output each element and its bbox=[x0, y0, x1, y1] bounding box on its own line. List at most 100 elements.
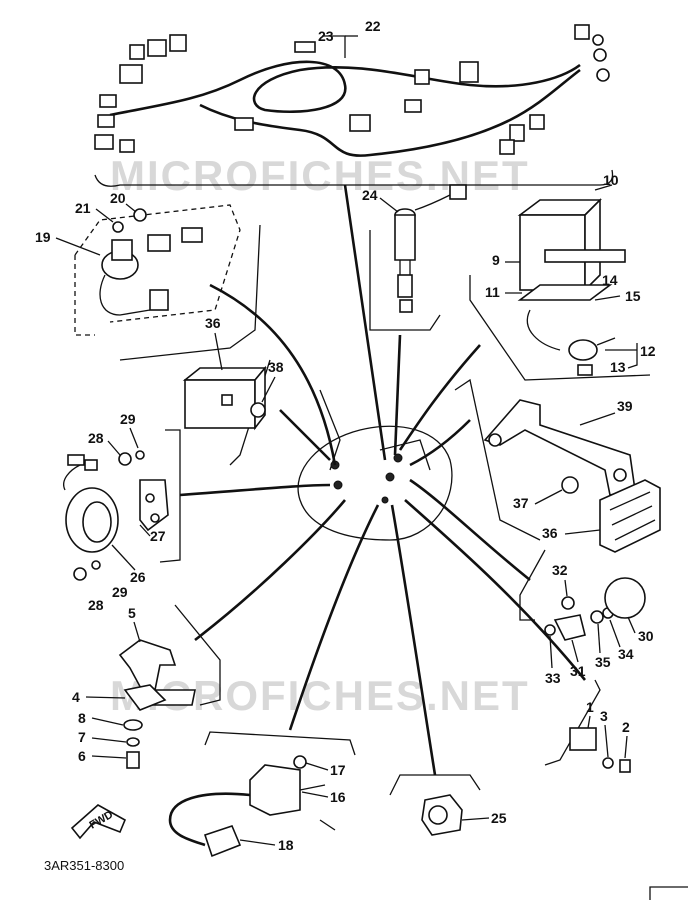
horn-bracket-line bbox=[159, 429, 181, 563]
callout-38: 38 bbox=[268, 359, 284, 375]
mount-point bbox=[393, 453, 403, 463]
leader-line bbox=[95, 208, 114, 223]
harness-connector bbox=[119, 64, 143, 84]
coil-body-16 bbox=[249, 764, 301, 816]
coil-bracket-line bbox=[204, 731, 356, 756]
leader-line bbox=[624, 735, 628, 759]
harness-clamp bbox=[294, 41, 316, 53]
callout-4: 4 bbox=[72, 689, 80, 705]
brake-switch-assembly: 24 bbox=[362, 184, 467, 331]
callout-2: 2 bbox=[622, 719, 630, 735]
battery-assembly: 10 9 14 11 15 12 13 bbox=[469, 172, 656, 381]
rear-reflector-assembly: 39 37 36 bbox=[454, 378, 661, 553]
harness-connector bbox=[97, 114, 115, 128]
flasher-bolt-32 bbox=[561, 596, 575, 610]
harness-group-bracket bbox=[94, 169, 614, 187]
relay-body-1 bbox=[569, 727, 597, 751]
fuse-screw bbox=[133, 208, 147, 222]
leader-line bbox=[305, 762, 329, 771]
left-reflector-assembly: 36 38 bbox=[182, 315, 284, 466]
callout-17: 17 bbox=[330, 762, 346, 778]
leader-line bbox=[579, 412, 616, 426]
battery-lead bbox=[594, 184, 613, 191]
mount-point bbox=[333, 480, 343, 490]
flasher-washer-35 bbox=[590, 610, 604, 624]
callout-36-left: 36 bbox=[205, 315, 221, 331]
leader-line bbox=[55, 237, 101, 256]
leader-line bbox=[107, 440, 121, 456]
callout-9: 9 bbox=[492, 252, 500, 268]
regulator-bracket-line bbox=[174, 604, 221, 706]
callout-36-right: 36 bbox=[542, 525, 558, 541]
callout-23: 23 bbox=[318, 28, 334, 44]
callout-6: 6 bbox=[78, 748, 86, 764]
horn-assembly: 29 28 27 26 28 29 bbox=[63, 411, 181, 613]
fuse-wire bbox=[99, 274, 151, 316]
callout-3: 3 bbox=[600, 708, 608, 724]
regulator-body-4 bbox=[123, 684, 167, 711]
leader-line bbox=[85, 696, 126, 699]
coil-wire-tip bbox=[319, 819, 336, 831]
coil-hv-lead bbox=[168, 792, 251, 847]
assembly-lines bbox=[179, 184, 587, 776]
ignition-coil-assembly: 17 16 18 bbox=[168, 731, 356, 858]
switch-plunger bbox=[397, 274, 413, 298]
frame-tube bbox=[319, 389, 341, 471]
leader-line bbox=[125, 203, 137, 213]
starter-relay-assembly: 1 3 2 bbox=[544, 679, 631, 773]
callout-12: 12 bbox=[640, 343, 656, 359]
battery-bolt bbox=[577, 364, 593, 376]
flasher-bracket-line bbox=[519, 549, 546, 621]
callout-15: 15 bbox=[625, 288, 641, 304]
switch-body bbox=[394, 214, 416, 261]
leader-line bbox=[139, 524, 151, 537]
part-code: 3AR351-8300 bbox=[44, 858, 124, 873]
leader-line bbox=[379, 197, 399, 213]
horn-face bbox=[82, 501, 112, 543]
harness-terminal bbox=[593, 48, 607, 62]
horn-washer-29 bbox=[135, 450, 145, 460]
harness-connector bbox=[459, 61, 479, 83]
harness-connector bbox=[414, 69, 430, 85]
switch-connector bbox=[449, 184, 467, 200]
callout-11: 11 bbox=[485, 284, 500, 300]
regulator-bolt-6 bbox=[126, 751, 140, 769]
bracket-hole bbox=[488, 433, 502, 447]
callout-30: 30 bbox=[638, 628, 654, 644]
flasher-assembly: 32 30 34 35 31 33 bbox=[519, 549, 654, 686]
harness-lower-branch bbox=[199, 68, 581, 157]
leader-line bbox=[594, 295, 621, 301]
fuse-kit: 20 21 19 bbox=[35, 190, 261, 361]
harness-connector bbox=[129, 44, 145, 60]
fuse-clip bbox=[181, 227, 203, 243]
harness-terminal bbox=[592, 34, 604, 46]
relay-washer-3 bbox=[602, 757, 614, 769]
callout-29-top: 29 bbox=[120, 411, 136, 427]
regulator-washer-8 bbox=[123, 719, 143, 731]
callout-18: 18 bbox=[278, 837, 294, 853]
leader-line bbox=[587, 715, 591, 729]
bracket-hole bbox=[150, 513, 160, 523]
reflector-grid bbox=[609, 491, 656, 541]
callout-7: 7 bbox=[78, 729, 86, 745]
callout-37: 37 bbox=[513, 495, 529, 511]
spark-plug-cap-18 bbox=[203, 825, 242, 858]
battery-breather bbox=[526, 309, 561, 351]
switch-bracket-line bbox=[389, 774, 481, 796]
harness-main-loop bbox=[109, 60, 581, 117]
reflector-nut bbox=[250, 402, 266, 418]
corner-mark bbox=[649, 886, 688, 900]
harness-connector bbox=[147, 39, 167, 57]
neutral-switch-face bbox=[428, 805, 448, 825]
leader-line bbox=[91, 737, 127, 743]
harness-terminal bbox=[596, 68, 610, 82]
horn-terminal bbox=[84, 459, 98, 471]
leader-line bbox=[261, 376, 276, 403]
switch-stem bbox=[399, 260, 411, 275]
horn-bolt-28 bbox=[118, 452, 132, 466]
callout-34: 34 bbox=[618, 646, 634, 662]
regulator-washer-7 bbox=[126, 737, 140, 747]
fuse-holder-cap bbox=[111, 239, 133, 261]
battery-fuse-holder bbox=[568, 339, 598, 361]
